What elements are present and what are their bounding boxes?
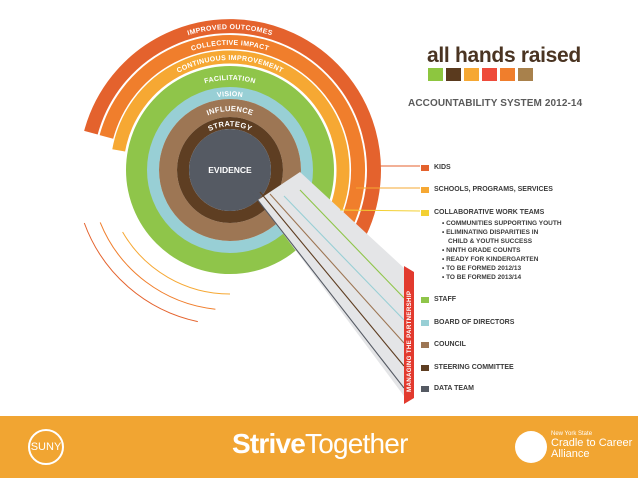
alliance-logo-icon [515,431,547,463]
work-team-item: • NINTH GRADE COUNTS [442,247,521,254]
ring-improved-outcomes [84,19,381,257]
legend-swatch-data-team [421,386,429,392]
ring-influence [159,99,301,241]
legend-label-board-of-directors: BOARD OF DIRECTORS [434,319,515,326]
ring-label-evidence: EVIDENCE [208,165,252,175]
legend-swatch-collaborative-work-teams [421,210,429,216]
ring-label-strategy: STRATEGY [207,119,254,133]
alliance-logo-text: New York State Cradle to Career Alliance [551,431,632,460]
alliance-line-3: Alliance [551,448,590,460]
ring-facilitation [126,66,334,274]
legend-label-staff: STAFF [434,296,457,303]
legend-swatch-council [421,342,429,348]
ring-extension-arc-2 [99,222,216,310]
managing-banner [404,266,414,404]
brand-swatch-1 [428,68,443,81]
legend-label-schools-programs-services: SCHOOLS, PROGRAMS, SERVICES [434,186,553,193]
partnership-ray-1 [299,189,405,299]
ring-collective-impact [99,35,365,257]
work-team-item: • TO BE FORMED 2013/14 [442,274,522,281]
suny-logo: SUNY [28,429,64,465]
brand-swatch-4 [482,68,497,81]
partnership-ray-3 [269,193,405,344]
legend-label-kids: KIDS [434,164,451,171]
diagram-title: ACCOUNTABILITY SYSTEM 2012-14 [408,98,583,109]
footer-bar: SUNY StriveTogether New York State Cradl… [0,416,638,478]
brand-swatches [428,68,533,81]
ring-vision [147,87,313,253]
strive-logo-bold: Strive [232,428,306,459]
strive-together-logo: StriveTogether [232,428,408,460]
partnership-fan [258,172,404,396]
brand-swatch-6 [518,68,533,81]
ring-label-vision: VISION [217,91,244,99]
alliance-line-1: New York State [551,431,593,437]
work-team-item: • ELIMINATING DISPARITIES IN [442,229,539,236]
partnership-ray-5 [249,189,405,389]
legend-label-data-team: DATA TEAM [434,385,474,392]
work-team-item: • READY FOR KINDERGARTEN [442,256,539,263]
ring-strategy [177,117,283,223]
ring-label-facilitation: FACILITATION [204,75,257,85]
ring-continuous-improvement [112,50,350,262]
legend-label-council: COUNCIL [434,341,466,348]
legend-swatch-schools-programs-services [421,187,429,193]
work-team-item: CHILD & YOUTH SUCCESS [448,238,533,245]
work-team-item: • TO BE FORMED 2012/13 [442,265,522,272]
ring-extension-arc-3 [122,231,231,295]
brand-name: all hands raised [427,44,581,67]
legend-connector-3 [339,209,421,212]
legend-label-steering-committee: STEERING COMMITTEE [434,364,514,371]
ring-extension-arc-1 [83,222,198,323]
brand-swatch-5 [500,68,515,81]
work-team-item: • COMMUNITIES SUPPORTING YOUTH [442,220,562,227]
partnership-ray-2 [283,195,405,321]
legend-label-collaborative-work-teams: COLLABORATIVE WORK TEAMS [434,209,545,216]
legend-swatch-kids [421,165,429,171]
brand-swatch-3 [464,68,479,81]
managing-banner-label: MANAGING THE PARTNERSHIP [406,291,413,392]
legend-swatch-steering-committee [421,365,429,371]
ring-label-influence: INFLUENCE [205,104,254,117]
strive-logo-light: Together [305,428,408,459]
partnership-ray-4 [259,191,405,367]
brand-swatch-2 [446,68,461,81]
alliance-line-2: Cradle to Career [551,437,633,449]
work-team-list: • COMMUNITIES SUPPORTING YOUTH • ELIMINAT… [442,219,562,282]
legend-swatch-board-of-directors [421,320,429,326]
legend-swatch-staff [421,297,429,303]
